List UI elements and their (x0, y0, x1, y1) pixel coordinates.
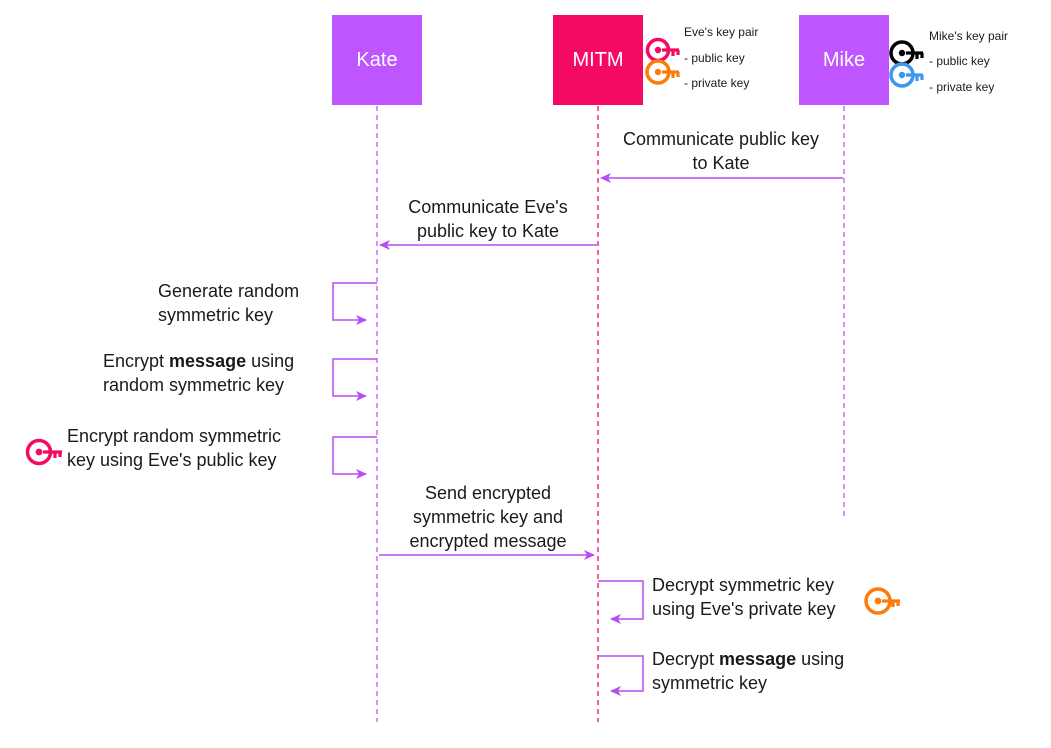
eve-public-key-label: - public key (684, 51, 745, 65)
selfloop-encrypt-message (332, 358, 377, 401)
step-decrypt-message-label: Decrypt message using symmetric key (652, 649, 845, 693)
selfloop-generate-key (332, 282, 377, 325)
key-icon (889, 62, 924, 88)
eve-private-key-label: - private key (684, 76, 750, 90)
actor-mike-label: Mike (822, 48, 866, 71)
selfloop-encrypt-key (332, 436, 377, 479)
step-encrypt-key-label: Encrypt random symmetric key using Eve's… (67, 426, 282, 470)
message-mike-to-mitm-label: Communicate public key to Kate (622, 129, 820, 173)
selfloop-decrypt-key (598, 580, 644, 624)
selfloop-decrypt-message (598, 655, 644, 696)
step-decrypt-key-label: Decrypt symmetric key using Eve's privat… (652, 575, 836, 619)
key-icon (25, 438, 62, 466)
step-encrypt-message-label: Encrypt message using random symmetric k… (103, 351, 295, 395)
mike-keypair-title: Mike's key pair (929, 29, 1008, 43)
message-kate-to-mitm-label: Send encrypted symmetric key and encrypt… (409, 483, 567, 551)
actor-mitm: MITM (553, 15, 643, 105)
key-icon (864, 587, 900, 615)
message-mitm-to-kate-label: Communicate Eve's public key to Kate (408, 197, 568, 241)
actor-mike: Mike (799, 15, 889, 105)
mike-public-key-label: - public key (929, 54, 990, 68)
eve-keypair-title: Eve's key pair (684, 25, 759, 39)
actor-kate-label: Kate (356, 48, 398, 71)
actor-mitm-label: MITM (572, 48, 624, 71)
key-icon (645, 59, 680, 85)
actor-kate: Kate (332, 15, 422, 105)
step-generate-key-label: Generate random symmetric key (158, 281, 300, 325)
mike-private-key-label: - private key (929, 80, 995, 94)
